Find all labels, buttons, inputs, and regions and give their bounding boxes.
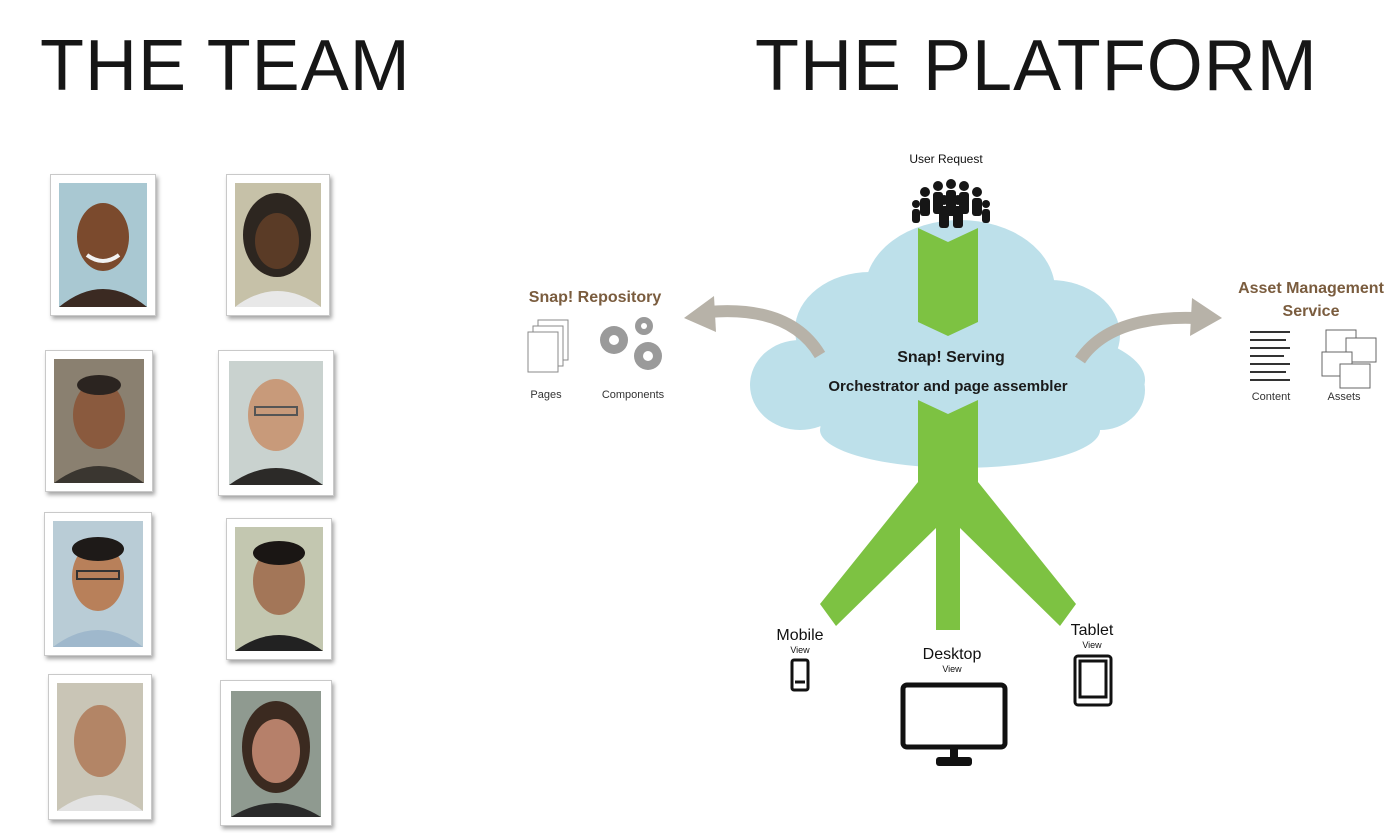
repository-arrow	[684, 296, 826, 359]
components-gear-icon	[600, 317, 662, 370]
tablet-view-label: View	[1082, 640, 1102, 650]
components-label: Components	[602, 389, 665, 401]
mobile-view-label: View	[790, 645, 810, 655]
platform-title: THE PLATFORM	[755, 26, 1318, 106]
team-photo	[226, 174, 330, 316]
users-icon	[912, 179, 990, 228]
tablet-label: Tablet	[1071, 622, 1114, 639]
person-portrait-icon	[54, 359, 144, 483]
request-flow	[820, 228, 1076, 630]
person-portrait-icon	[53, 521, 143, 647]
team-title: THE TEAM	[40, 26, 411, 106]
person-portrait-icon	[235, 183, 321, 307]
asset-service-title-line1: Asset Management	[1238, 280, 1384, 297]
team-photo	[48, 674, 152, 820]
asset-service-arrow	[1075, 298, 1222, 364]
team-photo	[50, 174, 156, 316]
team-photo	[218, 350, 334, 496]
desktop-icon	[900, 682, 1008, 766]
mobile-label: Mobile	[776, 627, 823, 644]
pages-label: Pages	[530, 389, 562, 401]
serving-title: Snap! Serving	[897, 349, 1005, 366]
person-portrait-icon	[57, 683, 143, 811]
assets-label: Assets	[1327, 391, 1361, 403]
person-portrait-icon	[231, 691, 321, 817]
desktop-label: Desktop	[923, 646, 982, 663]
team-photo	[226, 518, 332, 660]
person-portrait-icon	[59, 183, 147, 307]
team-photo	[44, 512, 152, 656]
content-icon	[1250, 331, 1290, 381]
assets-icon	[1321, 329, 1377, 389]
repository-title: Snap! Repository	[529, 289, 662, 306]
content-label: Content	[1252, 391, 1291, 403]
person-portrait-icon	[229, 361, 323, 485]
tablet-icon	[1073, 654, 1113, 707]
mobile-icon	[790, 658, 810, 692]
team-photo	[45, 350, 153, 492]
person-portrait-icon	[235, 527, 323, 651]
team-photo	[220, 680, 332, 826]
desktop-view-label: View	[942, 664, 962, 674]
pages-icon	[527, 319, 569, 373]
serving-subtitle: Orchestrator and page assembler	[828, 378, 1067, 395]
user-request-label: User Request	[909, 152, 983, 166]
asset-service-title-line2: Service	[1283, 303, 1340, 320]
